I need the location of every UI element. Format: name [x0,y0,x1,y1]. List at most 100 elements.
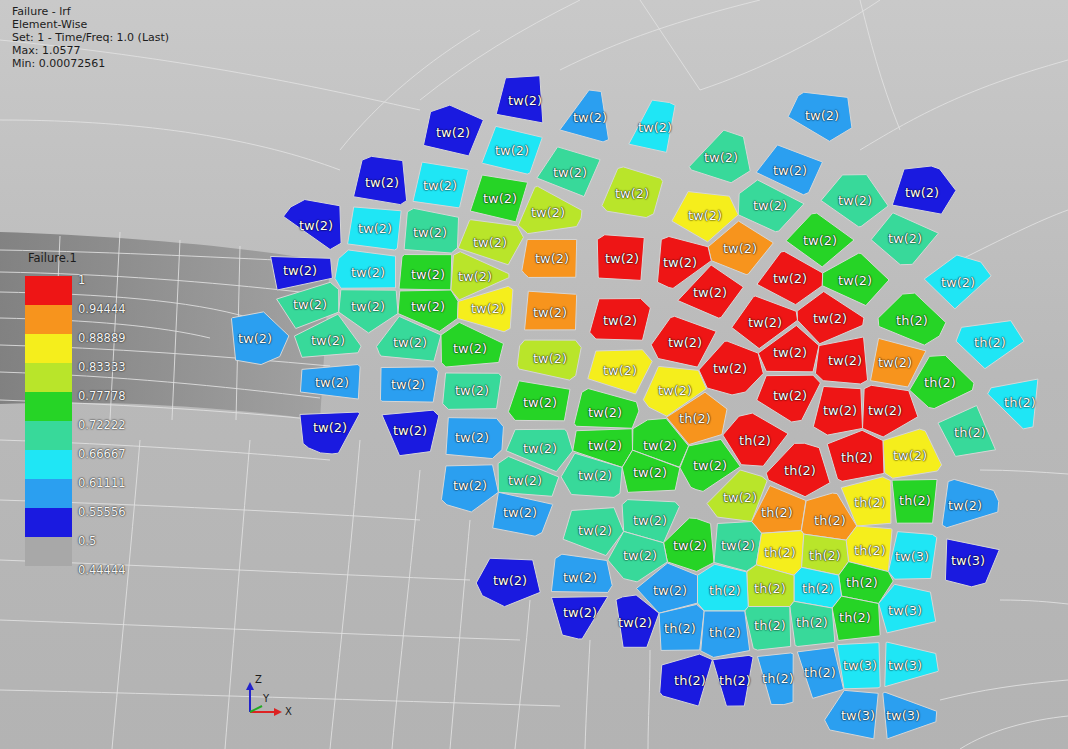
element-fill [938,406,996,457]
element-label: th(2) [954,425,986,440]
element-label: tw(2) [393,423,427,438]
element-fill [745,607,791,651]
element-fill [423,105,483,156]
element-label: th(2) [762,671,794,686]
element-label: tw(2) [688,208,722,223]
element-fill [382,410,439,456]
result-info-holder: Max: 1.0577 [12,44,80,57]
legend-value-holder: 0.77778 [78,390,126,403]
element-label: th(2) [814,513,846,528]
mesh-element: tw(2) [628,100,676,153]
element-label: tw(2) [638,120,672,135]
element-label: tw(3) [895,549,929,564]
element-fill [837,643,880,689]
mesh-element: th(2) [757,652,794,705]
element-fill [482,126,542,174]
element-fill [757,251,823,304]
legend-value: 0.44444 [78,564,126,577]
element-label: tw(2) [573,110,607,125]
mesh-element: tw(2) [481,126,543,175]
legend-value-holder: 0.55556 [78,506,126,519]
element-fill [659,604,704,650]
element-label: tw(2) [391,377,425,392]
element-fill [376,316,441,361]
mesh-element: tw(2) [536,146,601,197]
mesh-element: tw(2) [524,291,577,330]
element-fill [590,299,651,341]
element-label: tw(2) [365,175,399,190]
element-label: tw(2) [605,251,639,266]
mesh-element: th(2) [909,355,974,409]
element-label: tw(2) [508,93,542,108]
mesh-element: tw(2) [561,453,623,498]
element-label: tw(2) [623,548,657,563]
legend-swatch [25,334,72,363]
element-fill [827,430,884,481]
mesh-element: tw(2) [441,464,499,512]
element-fill [660,654,713,706]
element-label: tw(2) [633,513,667,528]
element-label: tw(2) [805,108,839,123]
element-fill [757,375,821,422]
element-label: tw(2) [453,341,487,356]
element-label: tw(3) [888,658,922,673]
legend-swatch [25,392,72,421]
element-fill [698,564,749,611]
element-label: tw(2) [553,165,587,180]
element-label: tw(2) [653,583,687,598]
axis-label: Z [255,674,262,685]
result-title: Failure - lrf [12,5,71,18]
element-label: tw(3) [951,553,985,568]
element-fill [399,255,452,290]
mesh-element: tw(2) [892,166,956,215]
mesh-element: tw(2) [521,239,577,278]
mesh-element: tw(2) [445,417,504,459]
element-label: tw(2) [453,478,487,493]
element-label: th(2) [974,335,1006,350]
element-label: tw(2) [311,333,345,348]
element-fill [892,479,937,523]
mesh-element: tw(2) [756,375,821,422]
element-fill [441,322,504,367]
element-label: tw(2) [413,225,447,240]
element-fill [757,653,793,705]
element-fill [441,465,498,512]
mesh-element: tw(3) [884,642,939,687]
element-fill [664,518,714,571]
mesh-element: tw(2) [589,298,651,341]
mesh-element: tw(2) [376,316,441,362]
element-label: tw(2) [948,498,982,513]
element-fill [871,213,938,265]
element-label: tw(2) [313,420,347,435]
element-fill [517,340,581,380]
legend-value: 0.55556 [78,506,126,519]
element-fill [883,429,942,478]
element-label: tw(3) [843,658,877,673]
element-label: tw(2) [458,269,492,284]
element-label: tw(2) [523,441,557,456]
element-fill [300,412,360,454]
mesh-element: tw(3) [888,531,937,580]
element-label: tw(2) [358,221,392,236]
element-fill [788,92,852,141]
mesh-element: tw(2) [758,325,820,372]
result-info-holder: Element-Wise [12,18,87,31]
element-fill [988,379,1038,429]
element-fill [335,250,396,288]
element-label: tw(2) [663,255,697,270]
element-fill [790,601,835,646]
legend-swatch [25,363,72,392]
element-label: tw(2) [773,271,807,286]
element-label: tw(2) [471,301,505,316]
mesh-element: th(2) [801,493,857,541]
mesh-element: th(2) [832,596,881,641]
element-fill [797,647,843,698]
mesh-element: th(2) [797,647,844,699]
element-label: th(2) [809,548,841,563]
element-label: tw(2) [753,198,787,213]
element-label: tw(2) [563,570,597,585]
mesh-element: tw(2) [399,254,452,290]
element-fill [738,180,804,232]
element-fill [747,565,794,607]
